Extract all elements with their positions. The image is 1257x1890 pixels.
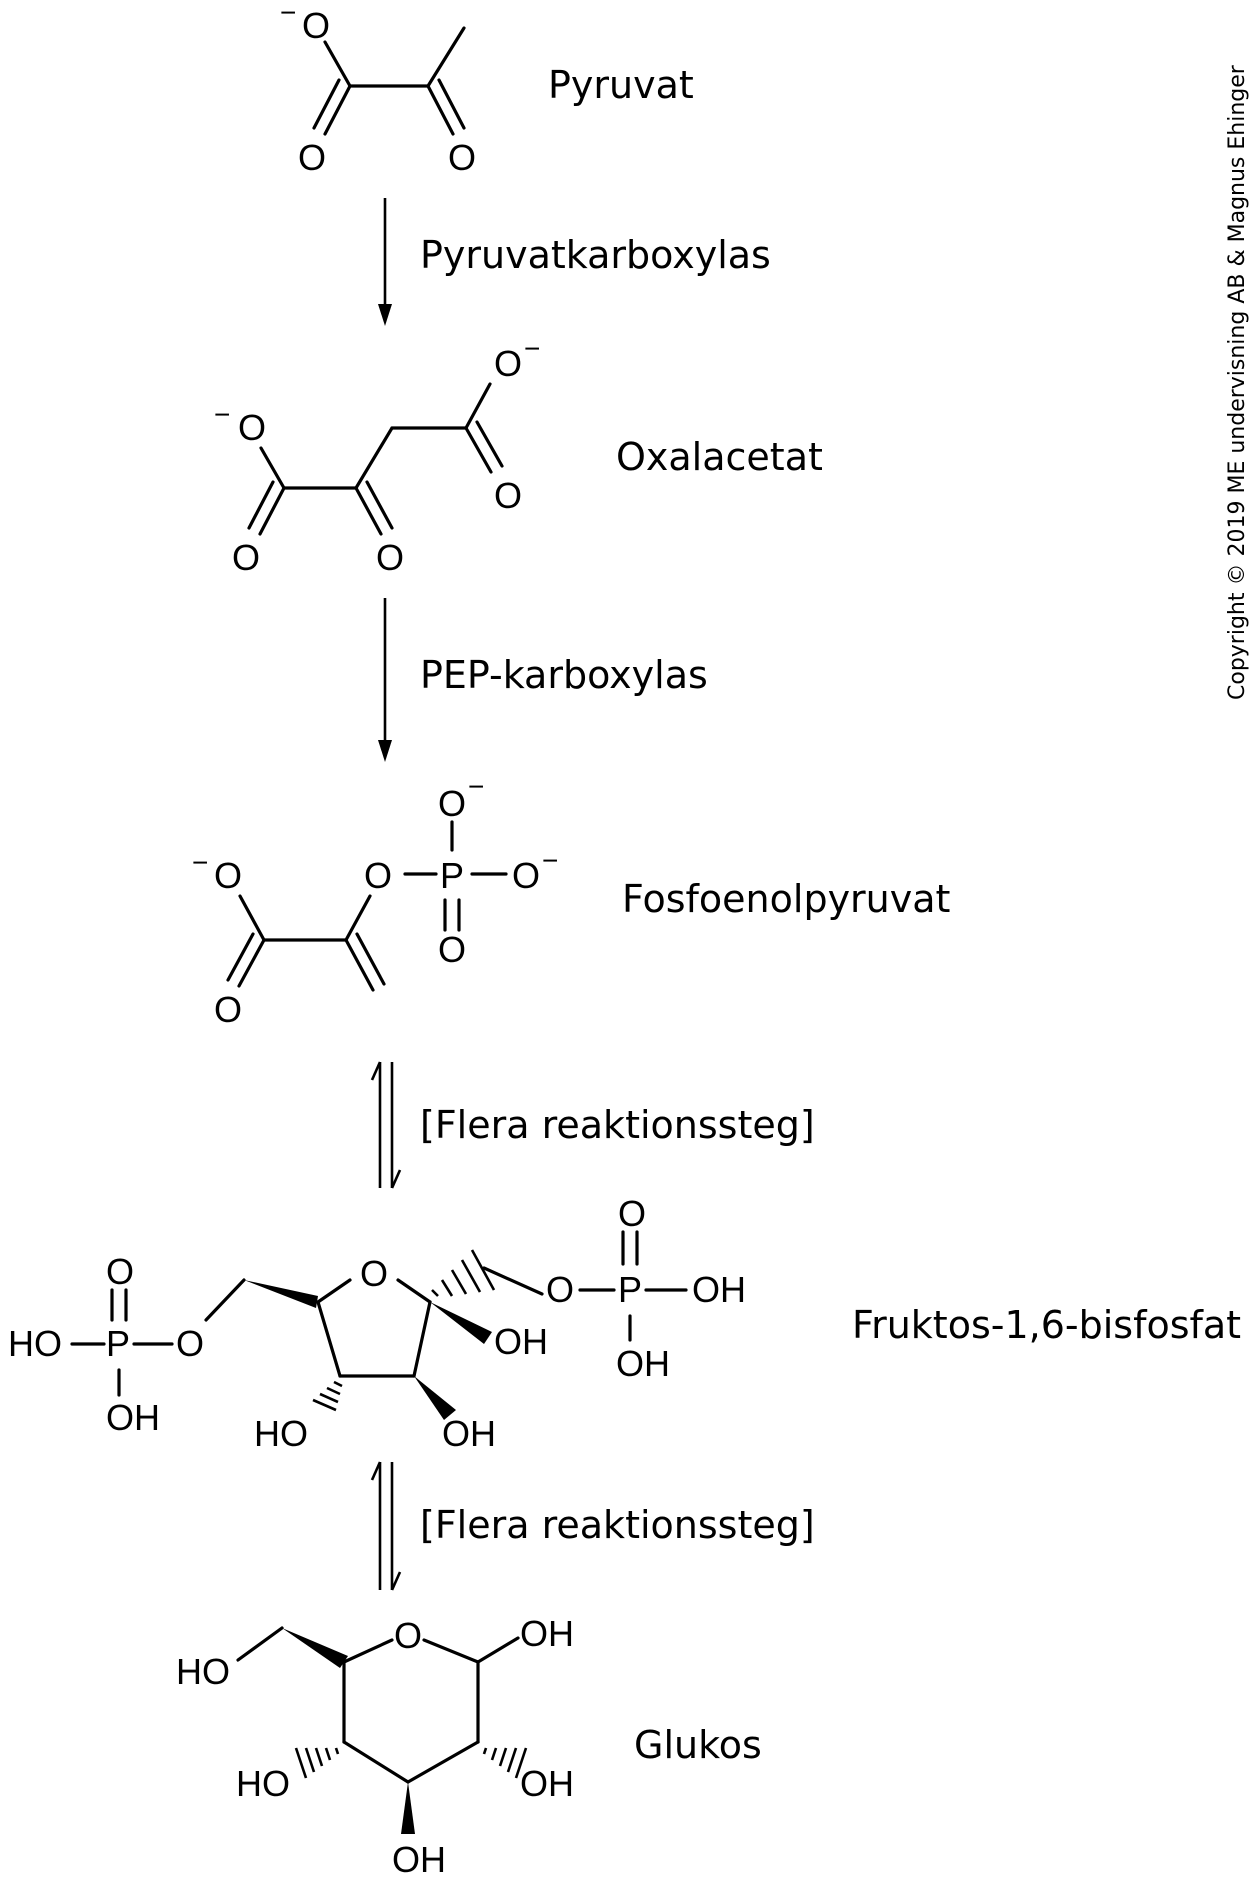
glukos-structure: HO O OH HO OH OH [176,1613,574,1880]
fruktos-bisfosfat-structure: HO P O OH O O OH HO OH O P O OH OH [8,1193,746,1454]
label-step3: [Flera reaktionssteg] [420,1103,815,1147]
fruktos-ring-o: O [360,1253,388,1294]
copyright-text: Copyright © 2019 ME undervisning AB & Ma… [1225,64,1250,700]
fruktos-atom-ho: HO [254,1413,308,1454]
fosfoenolpyruvat-structure: O − O O P O − O − O [192,771,558,1030]
oxalacetat-atom-o: O [232,537,260,578]
fruktos-atom-ho: HO [8,1323,62,1364]
label-fosfoenolpyruvat: Fosfoenolpyruvat [622,877,950,921]
fosfoenolpyruvat-charge: − [468,771,484,802]
glukos-atom-ho: HO [176,1651,230,1692]
fosfoenolpyruvat-atom-o: O [214,989,242,1030]
equilibrium-arrow-step4 [370,1461,402,1591]
fruktos-atom-oh: OH [106,1397,160,1438]
label-pyruvat: Pyruvat [548,63,694,107]
pyruvat-charge: − [280,0,296,28]
fosfoenolpyruvat-atom-o: O [438,783,466,824]
label-step1: Pyruvatkarboxylas [420,233,771,277]
pyruvat-atom-o: O [448,137,476,178]
arrow-step2 [378,598,392,762]
oxalacetat-atom-o: O [494,475,522,516]
label-fruktos-bisfosfat: Fruktos-1,6-bisfosfat [852,1303,1241,1347]
glukos-atom-ho: HO [236,1763,290,1804]
fosfoenolpyruvat-atom-p: P [440,855,464,896]
oxalacetat-charge: − [524,333,540,364]
glukos-atom-oh: OH [520,1763,574,1804]
label-glukos: Glukos [634,1723,762,1767]
label-step2: PEP-karboxylas [420,653,708,697]
fruktos-atom-oh: OH [442,1413,496,1454]
fruktos-atom-oh: OH [494,1321,548,1362]
oxalacetat-atom-o: O [494,343,522,384]
fosfoenolpyruvat-atom-o: O [438,929,466,970]
fruktos-atom-o: O [546,1269,574,1310]
fruktos-atom-o: O [618,1193,646,1234]
glukos-atom-oh: OH [520,1613,574,1654]
pyruvat-atom-o: O [298,137,326,178]
fruktos-atom-p: P [106,1323,130,1364]
label-oxalacetat: Oxalacetat [616,435,823,479]
fosfoenolpyruvat-charge: − [542,845,558,876]
fruktos-atom-o: O [106,1251,134,1292]
equilibrium-arrow-step3 [370,1061,402,1189]
glukos-atom-oh: OH [392,1839,446,1880]
arrow-step1 [378,198,392,326]
oxalacetat-atom-o: O [238,407,266,448]
fruktos-atom-oh: OH [616,1343,670,1384]
fruktos-atom-o: O [176,1323,204,1364]
fosfoenolpyruvat-atom-o: O [364,855,392,896]
fosfoenolpyruvat-atom-o: O [214,855,242,896]
oxalacetat-structure: O − O O O − O [214,333,540,578]
pyruvat-structure: O − O O [280,0,476,178]
oxalacetat-atom-o: O [376,537,404,578]
pyruvat-atom-o: O [302,5,330,46]
fosfoenolpyruvat-atom-o: O [512,855,540,896]
fosfoenolpyruvat-charge: − [192,847,208,878]
oxalacetat-charge: − [214,399,230,430]
fruktos-atom-oh: OH [692,1269,746,1310]
glukos-ring-o: O [394,1615,422,1656]
label-step4: [Flera reaktionssteg] [420,1503,815,1547]
fruktos-atom-p: P [618,1269,642,1310]
